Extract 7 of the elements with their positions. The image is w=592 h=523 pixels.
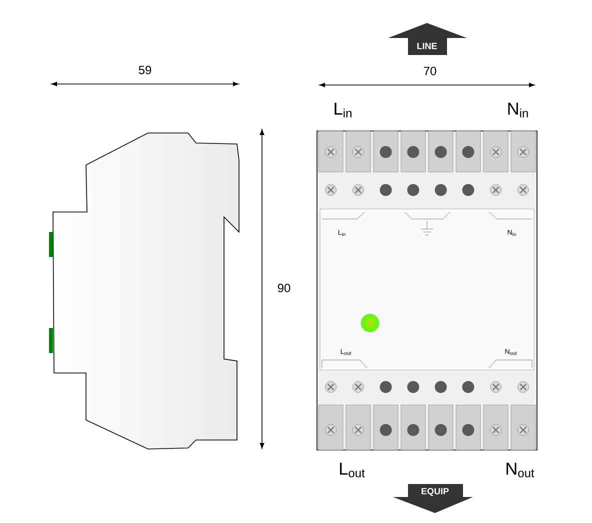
terminal-label: N$_{out}$ xyxy=(506,462,534,478)
dimension-label: 70 xyxy=(424,66,436,76)
terminal-label: N$_{in}$ xyxy=(508,102,528,118)
terminal-label: L$_{in}$ xyxy=(334,102,352,118)
terminal-label: L$_{out}$ xyxy=(340,462,365,478)
dimension-label: 59 xyxy=(138,66,152,74)
dimension-label: 90 xyxy=(278,284,290,292)
